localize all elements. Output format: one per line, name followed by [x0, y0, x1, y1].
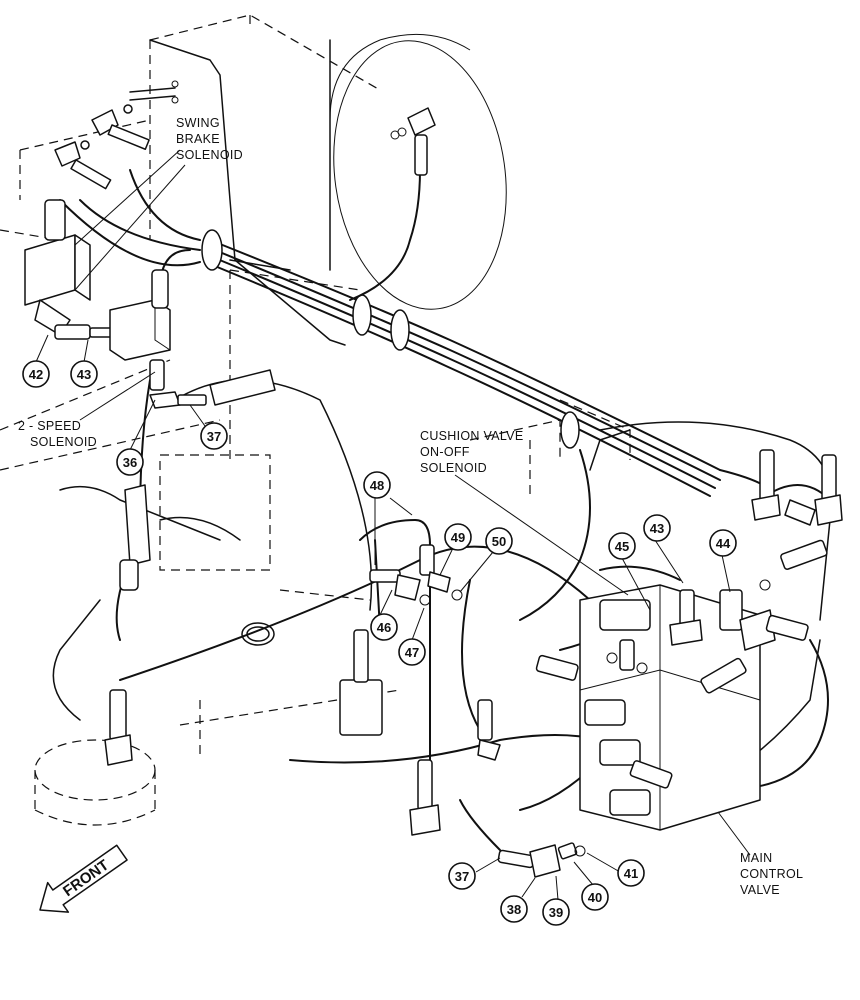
label-cushion-valve-solenoid: CUSHION VALVE ON-OFF SOLENOID	[420, 429, 523, 475]
hose-bundle	[59, 169, 721, 646]
main-control-valve	[409, 584, 809, 836]
callout-48: 48	[363, 471, 391, 499]
svg-text:42: 42	[29, 367, 43, 382]
svg-text:39: 39	[549, 905, 563, 920]
callout-45: 45	[608, 532, 636, 560]
svg-text:40: 40	[588, 890, 602, 905]
front-label: FRONT	[60, 857, 112, 901]
cushion-line1: CUSHION VALVE	[420, 429, 523, 443]
swing-brake-solenoid-assembly	[24, 80, 179, 340]
callout-47: 47	[398, 638, 426, 666]
left-connectors	[104, 484, 151, 766]
callout-44: 44	[709, 529, 737, 557]
svg-text:37: 37	[207, 429, 221, 444]
svg-text:48: 48	[370, 478, 384, 493]
callout-43-valve: 43	[643, 514, 671, 542]
svg-text:41: 41	[624, 866, 638, 881]
main-valve-line2: CONTROL	[740, 867, 803, 881]
swing-brake-line2: BRAKE	[176, 132, 220, 146]
callout-42: 42	[22, 360, 50, 388]
machine-outline	[0, 14, 631, 826]
label-main-control-valve: MAIN CONTROL VALVE	[740, 851, 803, 897]
label-two-speed-solenoid: 2 - SPEED SOLENOID	[18, 419, 97, 449]
swing-brake-line1: SWING	[176, 116, 220, 130]
callout-39: 39	[542, 898, 570, 926]
swing-brake-line3: SOLENOID	[176, 148, 243, 162]
two-speed-line2: SOLENOID	[30, 435, 97, 449]
mid-connectors	[339, 544, 463, 736]
label-swing-brake-solenoid: SWING BRAKE SOLENOID	[176, 116, 243, 162]
svg-text:49: 49	[451, 530, 465, 545]
svg-text:37: 37	[455, 869, 469, 884]
callout-41: 41	[617, 859, 645, 887]
callout-40: 40	[581, 883, 609, 911]
svg-text:43: 43	[650, 521, 664, 536]
front-arrow: FRONT	[39, 844, 128, 913]
callouts: 42 43 37 36 48 49 50 46 47 45 43 44 37 3…	[22, 360, 737, 926]
svg-text:47: 47	[405, 645, 419, 660]
callout-36: 36	[116, 448, 144, 476]
svg-text:38: 38	[507, 902, 521, 917]
svg-text:44: 44	[716, 536, 731, 551]
svg-text:36: 36	[123, 455, 137, 470]
callout-49: 49	[444, 523, 472, 551]
callout-50: 50	[485, 527, 513, 555]
callout-38: 38	[500, 895, 528, 923]
svg-text:43: 43	[77, 367, 91, 382]
callout-46: 46	[370, 613, 398, 641]
valve-top-fittings	[751, 449, 843, 591]
svg-text:45: 45	[615, 539, 629, 554]
cushion-line2: ON-OFF	[420, 445, 470, 459]
svg-text:46: 46	[377, 620, 391, 635]
main-valve-line3: VALVE	[740, 883, 780, 897]
lower-fittings	[497, 842, 586, 878]
cushion-line3: SOLENOID	[420, 461, 487, 475]
two-speed-line1: 2 - SPEED	[18, 419, 81, 433]
leader-lines	[35, 149, 751, 901]
two-speed-solenoid-assembly	[109, 269, 276, 409]
svg-text:50: 50	[492, 534, 506, 549]
callout-37-lower: 37	[448, 862, 476, 890]
callout-43: 43	[70, 360, 98, 388]
drum-fitting	[390, 107, 436, 176]
callout-37: 37	[200, 422, 228, 450]
main-valve-line1: MAIN	[740, 851, 772, 865]
